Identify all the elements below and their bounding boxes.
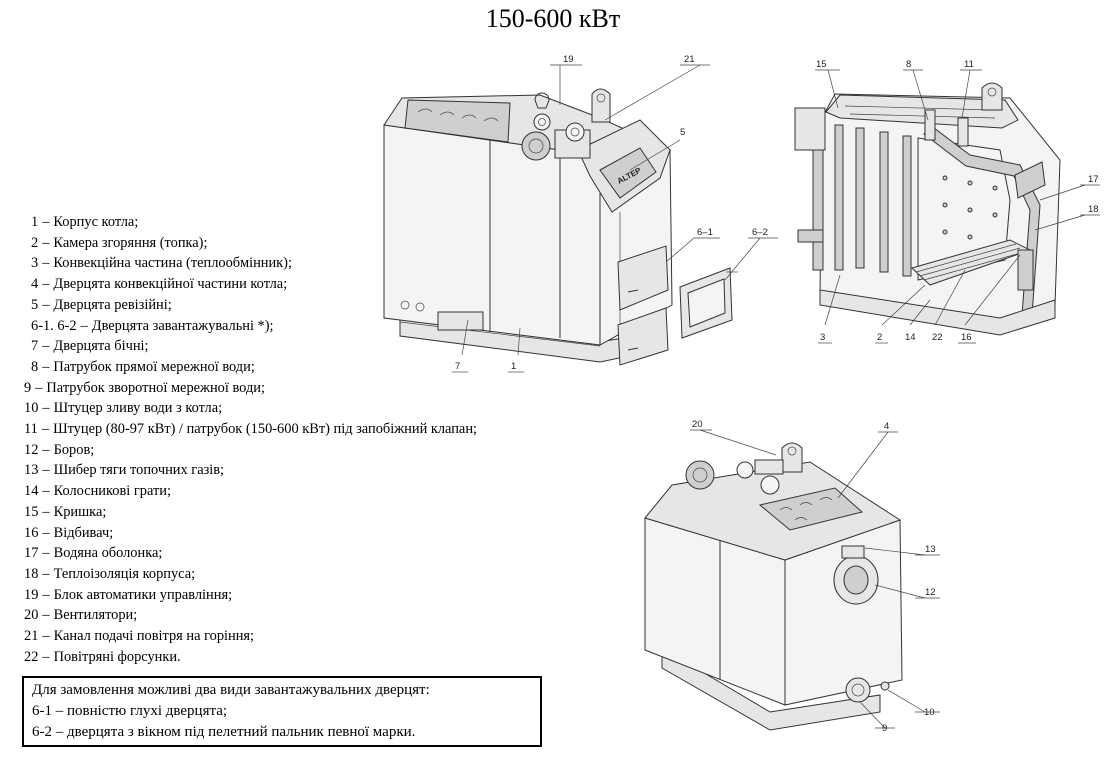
legend-item: 22–Повітряні форсунки. [24,648,181,665]
callout-14: 14 [905,332,916,343]
callout-7: 7 [455,361,460,372]
legend-item: 13–Шибер тяги топочних газів; [24,462,225,479]
callout-3: 3 [820,332,825,343]
boiler-rear-view [644,442,903,731]
callout-2: 2 [877,332,882,343]
note-line: 6-1 – повністю глухі дверцята; [32,703,228,719]
legend-item: 21–Канал подачі повітря на горіння; [24,628,255,645]
legend-item: 4–Дверцята конвекційної частини котла; [31,276,288,293]
legend-item: 2–Камера згоряння (топка); [31,234,208,251]
callout-13: 13 [925,544,936,555]
loading-door-6-1-lower [617,307,669,366]
revision-door [599,147,657,199]
callout-labels: 19 21 5 6–1 6–2 7 1 15 8 11 17 18 3 2 14… [455,54,1099,734]
note-line: Для замовлення можливі два види завантаж… [32,682,430,698]
callout-5: 5 [680,127,685,138]
callout-1: 1 [511,361,516,372]
legend-item: 20–Вентилятори; [24,607,138,624]
callout-10: 10 [924,707,935,718]
legend-item: 12–Боров; [24,441,95,458]
callout-11: 11 [964,59,974,70]
legend-item: 17–Водяна оболонка; [24,545,163,562]
legend-item: 15–Кришка; [24,503,107,520]
loading-door-6-1 [617,245,669,311]
callout-6-1: 6–1 [697,227,713,238]
callout-12: 12 [925,587,936,598]
legend-item: 7–Дверцята бічні; [31,338,149,355]
callout-20: 20 [692,419,703,430]
boiler-front-view: ALTEP [383,88,738,366]
legend-item: 11–Штуцер (80-97 кВт) / патрубок (150-60… [24,421,478,438]
legend-item: 19–Блок автоматики управління; [24,586,233,603]
legend-item: 9–Патрубок зворотної мережної води; [24,379,265,396]
callout-22: 22 [932,332,943,343]
callout-8: 8 [906,59,911,70]
legend-item: 10–Штуцер зливу води з котла; [24,400,223,417]
boiler-cutaway-view [794,82,1061,336]
leader-lines [452,64,1100,729]
callout-15: 15 [816,59,827,70]
callout-9: 9 [882,723,887,734]
legend-item: 14–Колосникові грати; [24,483,171,500]
convection-door-top [758,487,864,531]
legend-item: 3–Конвекційна частина (теплообмінник); [31,255,292,272]
legend-item: 1–Корпус котла; [31,214,139,230]
page-title: 150-600 кВт [485,4,621,33]
callout-21: 21 [684,54,695,65]
callout-4: 4 [884,421,889,432]
callout-17: 17 [1088,174,1099,185]
legend-item: 8–Патрубок прямої мережної води; [31,358,255,375]
legend-item: 18–Теплоізоляція корпуса; [24,565,196,582]
callout-16: 16 [961,332,972,343]
legend-item: 6-1. 6-2–Дверцята завантажувальні *); [31,317,274,334]
callout-18: 18 [1088,204,1099,215]
callout-6-2: 6–2 [752,227,768,238]
parts-legend: 1–Корпус котла; 2–Камера згоряння (топка… [24,212,477,667]
note-line: 6-2 – дверцята з вікном під пелетний пал… [32,724,416,740]
legend-item: 16–Відбивач; [24,524,114,541]
legend-item: 5–Дверцята ревізійні; [31,296,172,313]
callout-19: 19 [563,54,574,65]
order-note-box: Для замовлення можливі два види завантаж… [22,676,542,747]
